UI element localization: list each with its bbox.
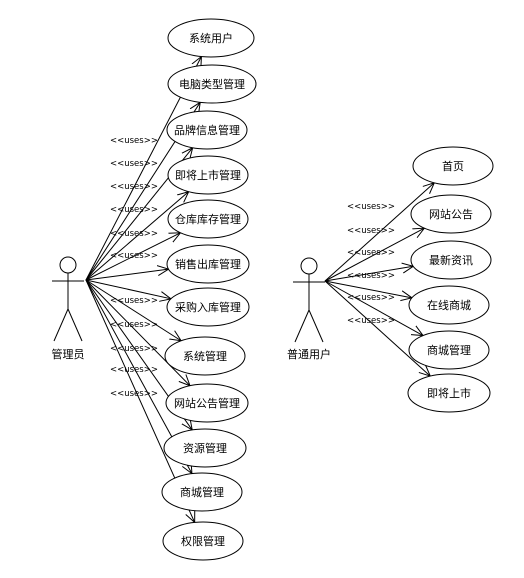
admin-uses-label: <<uses>> <box>110 251 158 261</box>
actor-right-leg <box>308 309 324 343</box>
admin-edge <box>85 279 171 299</box>
use-case-ellipse <box>164 336 246 376</box>
use-case-label: 即将上市管理 <box>175 168 241 182</box>
use-case-ellipse <box>161 472 243 512</box>
user-use-case: 商城管理 <box>408 330 490 370</box>
admin-uses-label: <<uses>> <box>110 182 158 192</box>
user-edge <box>324 183 434 282</box>
use-case-label: 商城管理 <box>180 485 224 499</box>
admin-edge <box>85 279 181 341</box>
user-edge <box>324 228 424 282</box>
use-case-label: 电脑类型管理 <box>179 77 245 91</box>
use-case-ellipse <box>410 240 492 280</box>
user-use-case: 最新资讯 <box>410 240 492 280</box>
use-case-ellipse <box>412 146 494 186</box>
admin-uses-label: <<uses>> <box>110 365 158 375</box>
user-use-case: 在线商城 <box>408 285 490 325</box>
use-case-label: 网站公告 <box>429 207 473 221</box>
actor-head <box>59 256 77 274</box>
use-case-ellipse <box>165 383 249 423</box>
actor-label: 管理员 <box>52 347 85 361</box>
use-case-ellipse <box>167 18 255 58</box>
user-use-case: 即将上市 <box>407 373 491 413</box>
use-cases: 系统用户电脑类型管理品牌信息管理即将上市管理仓库库存管理销售出库管理采购入库管理… <box>161 18 494 561</box>
user-uses-label: <<uses>> <box>347 293 395 303</box>
actor-user: 普通用户 <box>287 257 331 361</box>
use-case-ellipse <box>167 64 257 104</box>
use-case-label: 仓库库存管理 <box>175 212 241 226</box>
admin-use-case: 资源管理 <box>163 428 247 468</box>
admin-uses-label: <<uses>> <box>110 344 158 354</box>
admin-edge <box>85 279 190 386</box>
actors: 管理员 普通用户 <box>52 256 331 361</box>
admin-use-case: 系统用户 <box>167 18 255 58</box>
admin-use-case: 商城管理 <box>161 472 243 512</box>
use-case-label: 系统管理 <box>183 349 227 363</box>
actor-left-leg <box>53 308 69 342</box>
admin-use-case: 销售出库管理 <box>166 244 250 284</box>
actor-label: 普通用户 <box>287 347 331 361</box>
use-case-label: 首页 <box>442 159 464 173</box>
user-edge <box>324 266 413 282</box>
user-use-case: 首页 <box>412 146 494 186</box>
actor-right-leg <box>67 308 83 342</box>
use-case-label: 权限管理 <box>181 534 225 548</box>
user-use-case: 网站公告 <box>410 194 492 234</box>
admin-uses-label: <<uses>> <box>110 296 158 306</box>
user-uses-label: <<uses>> <box>347 316 395 326</box>
uses-labels: <<uses>> <<uses>> <<uses>> <<uses>> <<uses>>… <box>110 136 395 399</box>
admin-edge <box>85 233 180 281</box>
admin-use-case: 电脑类型管理 <box>167 64 257 104</box>
admin-uses-label: <<uses>> <box>110 159 158 169</box>
use-case-ellipse <box>166 244 250 284</box>
admin-use-case: 权限管理 <box>162 521 244 561</box>
use-case-ellipse <box>166 110 248 150</box>
actor-left-leg <box>294 309 310 343</box>
use-case-ellipse <box>162 521 244 561</box>
use-case-ellipse <box>167 199 249 239</box>
use-case-label: 采购入库管理 <box>175 300 241 314</box>
use-case-label: 最新资讯 <box>429 253 473 267</box>
association-edges <box>85 57 434 523</box>
actor-head <box>300 257 318 275</box>
use-case-ellipse <box>408 330 490 370</box>
user-uses-label: <<uses>> <box>347 248 395 258</box>
actor-admin: 管理员 <box>52 256 85 361</box>
use-case-ellipse <box>166 287 250 327</box>
admin-use-case: 网站公告管理 <box>165 383 249 423</box>
admin-use-case: 采购入库管理 <box>166 287 250 327</box>
use-case-ellipse <box>407 373 491 413</box>
use-case-label: 品牌信息管理 <box>174 123 240 137</box>
user-edge <box>324 280 412 298</box>
admin-edge <box>85 269 169 281</box>
use-case-ellipse <box>410 194 492 234</box>
user-uses-label: <<uses>> <box>347 271 395 281</box>
admin-use-case: 品牌信息管理 <box>166 110 248 150</box>
admin-uses-label: <<uses>> <box>110 320 158 330</box>
user-edge <box>324 280 430 376</box>
admin-uses-label: <<uses>> <box>110 389 158 399</box>
use-case-label: 资源管理 <box>183 441 227 455</box>
use-case-label: 销售出库管理 <box>175 257 241 271</box>
user-edge <box>324 280 423 336</box>
use-case-label: 即将上市 <box>427 386 471 400</box>
use-case-ellipse <box>408 285 490 325</box>
use-case-ellipse <box>167 155 249 195</box>
use-case-label: 系统用户 <box>189 31 233 45</box>
use-case-label: 网站公告管理 <box>174 396 240 410</box>
user-uses-label: <<uses>> <box>347 202 395 212</box>
user-uses-label: <<uses>> <box>347 226 395 236</box>
admin-use-case: 系统管理 <box>164 336 246 376</box>
use-case-label: 商城管理 <box>427 343 471 357</box>
admin-use-case: 仓库库存管理 <box>167 199 249 239</box>
use-case-label: 在线商城 <box>427 298 471 312</box>
use-case-ellipse <box>163 428 247 468</box>
admin-uses-label: <<uses>> <box>110 136 158 146</box>
admin-edge <box>85 192 189 281</box>
admin-uses-label: <<uses>> <box>110 205 158 215</box>
admin-use-case: 即将上市管理 <box>167 155 249 195</box>
admin-uses-label: <<uses>> <box>110 229 158 239</box>
